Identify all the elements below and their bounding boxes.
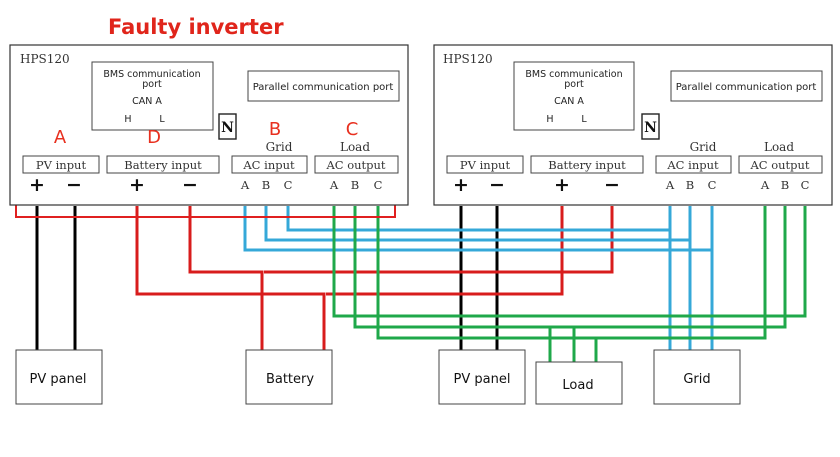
pv-input-box (446, 155, 524, 174)
parallel-port-label: Parallel communication port (676, 82, 817, 93)
battery-plus: + (129, 174, 145, 196)
inverter-left: HPS120 BMS communication port CAN A H L … (9, 44, 409, 206)
can-label: CAN A (132, 96, 162, 107)
battery-wires (135, 206, 614, 350)
pv-minus: − (66, 174, 82, 196)
parallel-port-box (247, 70, 400, 102)
page-title: Faulty inverter (108, 15, 284, 39)
parallel-port-box (670, 70, 823, 102)
ac-output-box (314, 155, 399, 174)
pv-input-label: PV input (460, 158, 511, 172)
wires (35, 206, 807, 362)
bms-port-box (513, 61, 635, 131)
pv-wires-left (35, 206, 77, 350)
ac-output-phase-b: B (781, 178, 789, 192)
battery-input-box (530, 155, 644, 174)
battery-minus: − (182, 174, 198, 196)
grid-heading: Grid (266, 140, 293, 154)
bms-port-label: port (142, 79, 162, 90)
battery-label: Battery (266, 372, 314, 387)
bms-port-label: port (564, 79, 584, 90)
load-wires (332, 206, 807, 362)
ac-input-phase-a: A (240, 178, 250, 192)
ac-input-label: AC input (242, 158, 295, 172)
ac-output-label: AC output (749, 158, 809, 172)
pv-minus: − (489, 174, 505, 196)
inverter-model: HPS120 (20, 52, 70, 66)
grid-box (653, 349, 741, 405)
ac-output-box (738, 155, 823, 174)
ac-input-phase-c: C (708, 178, 717, 192)
ac-output-label: AC output (325, 158, 385, 172)
neutral-terminal (218, 113, 237, 140)
battery-input-label: Battery input (548, 158, 626, 172)
ac-input-phase-b: B (262, 178, 270, 192)
pv-input-label: PV input (36, 158, 87, 172)
ac-input-box (655, 155, 732, 174)
components: PV panel Battery PV panel Load Grid (15, 349, 741, 405)
inverter-model: HPS120 (443, 52, 493, 66)
neutral-label: N (221, 120, 234, 136)
can-pin-h: H (546, 114, 553, 125)
load-heading: Load (764, 140, 794, 154)
battery-plus: + (554, 174, 570, 196)
load-box (535, 361, 623, 405)
can-pin-h: H (124, 114, 131, 125)
pv-panel-right-box (438, 349, 526, 405)
pv-input-box (22, 155, 100, 174)
can-pin-l: L (159, 114, 165, 125)
ac-output-phase-c: C (374, 178, 383, 192)
load-heading: Load (340, 140, 370, 154)
pv-plus: + (453, 174, 469, 196)
fault-label-pv: A (54, 127, 67, 148)
pv-panel-left-box (15, 349, 103, 405)
fault-label-load: C (346, 119, 359, 140)
fault-label-grid: B (269, 119, 281, 140)
battery-minus: − (604, 174, 620, 196)
ac-input-phase-b: B (686, 178, 694, 192)
can-label: CAN A (554, 96, 584, 107)
neutral-terminal (641, 113, 660, 140)
neutral-label: N (644, 120, 657, 136)
battery-box (245, 349, 333, 405)
ac-output-phase-a: A (329, 178, 339, 192)
bms-port-label: BMS communication (525, 69, 622, 80)
pv-plus: + (29, 174, 45, 196)
parallel-port-label: Parallel communication port (253, 82, 394, 93)
ac-input-box (231, 155, 308, 174)
inverter-right: HPS120 BMS communication port CAN A H L … (433, 44, 833, 206)
ac-output-phase-c: C (801, 178, 810, 192)
ac-output-phase-a: A (760, 178, 770, 192)
battery-input-box (106, 155, 220, 174)
can-pin-l: L (581, 114, 587, 125)
bms-port-box (91, 61, 214, 131)
fault-label-battery: D (147, 127, 161, 148)
ac-output-phase-b: B (351, 178, 359, 192)
grid-label: Grid (683, 372, 710, 387)
ac-input-phase-a: A (665, 178, 675, 192)
battery-input-label: Battery input (124, 158, 202, 172)
bms-port-label: BMS communication (103, 69, 200, 80)
ac-input-label: AC input (666, 158, 719, 172)
load-label: Load (562, 378, 593, 393)
grid-heading: Grid (690, 140, 717, 154)
pv-panel-left-label: PV panel (30, 372, 87, 387)
pv-panel-right-label: PV panel (454, 372, 511, 387)
ac-input-phase-c: C (284, 178, 293, 192)
